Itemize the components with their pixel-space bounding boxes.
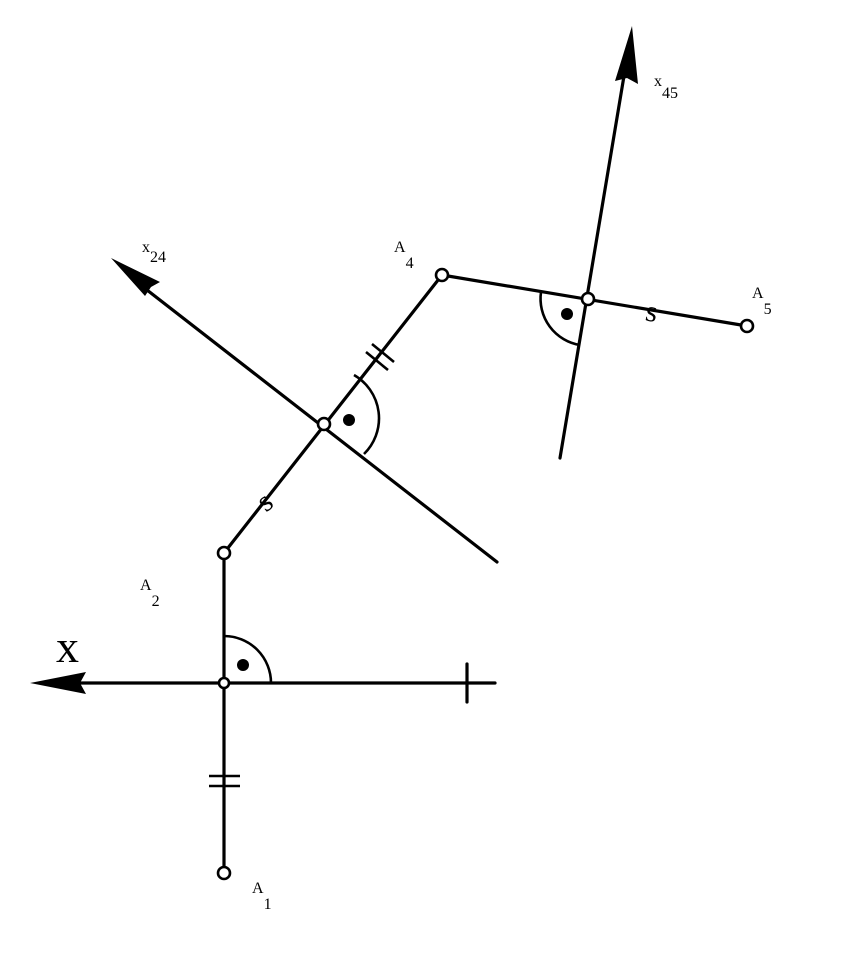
label-a2: A2 [140, 577, 160, 610]
right-angle-dot [343, 414, 355, 426]
label-a4-main: A [394, 239, 406, 256]
double-tick-mark [365, 350, 389, 372]
label-x24-sub: 24 [150, 249, 166, 266]
label-a5-main: A [752, 285, 764, 302]
label-x: x [56, 621, 79, 672]
midpoint-a2-a4 [316, 416, 332, 432]
label-a1-main: A [252, 880, 264, 897]
label-x45-sub: 45 [662, 85, 678, 102]
right-angle-dot [237, 659, 249, 671]
point-a4 [434, 267, 450, 283]
segment-a2-a4-line [222, 273, 444, 555]
axis-x45 [539, 26, 638, 460]
equal-distance-mark: s [643, 295, 660, 330]
right-angle-arc [353, 373, 381, 455]
label-a1-sub: 1 [264, 896, 272, 913]
right-angle-arc [223, 634, 273, 684]
axis-x45-arrowhead [615, 26, 638, 84]
label-x24: x24 [142, 239, 166, 266]
double-tick-mark [371, 342, 395, 364]
point-a5 [739, 318, 755, 334]
label-a5-sub: 5 [764, 301, 772, 318]
label-a2-main: A [140, 577, 152, 594]
axis-x24-arrowhead [111, 258, 160, 296]
axis-x45-line [558, 68, 627, 460]
right-angle-dot [561, 308, 573, 320]
right-angle-arc [539, 291, 581, 347]
right-angle-marker-base [217, 634, 273, 690]
label-a5: A5 [752, 285, 772, 318]
point-a1 [216, 865, 232, 881]
label-a2-sub: 2 [152, 593, 160, 610]
segment-a1-a2 [209, 551, 240, 875]
midpoint-a4-a5 [580, 291, 596, 307]
label-x24-main: x [142, 239, 150, 256]
axis-x [30, 662, 497, 704]
label-a1: A1 [252, 880, 272, 913]
segment-a2-a4: s [222, 273, 444, 555]
axis-x24 [111, 258, 499, 564]
intersection-point [217, 676, 231, 690]
point-a2 [216, 545, 232, 561]
label-a4-sub: 4 [406, 255, 414, 272]
label-a4: A4 [394, 239, 414, 272]
label-x45-main: x [654, 73, 662, 90]
label-x45: x45 [654, 73, 678, 102]
axis-x-arrowhead [30, 672, 86, 694]
